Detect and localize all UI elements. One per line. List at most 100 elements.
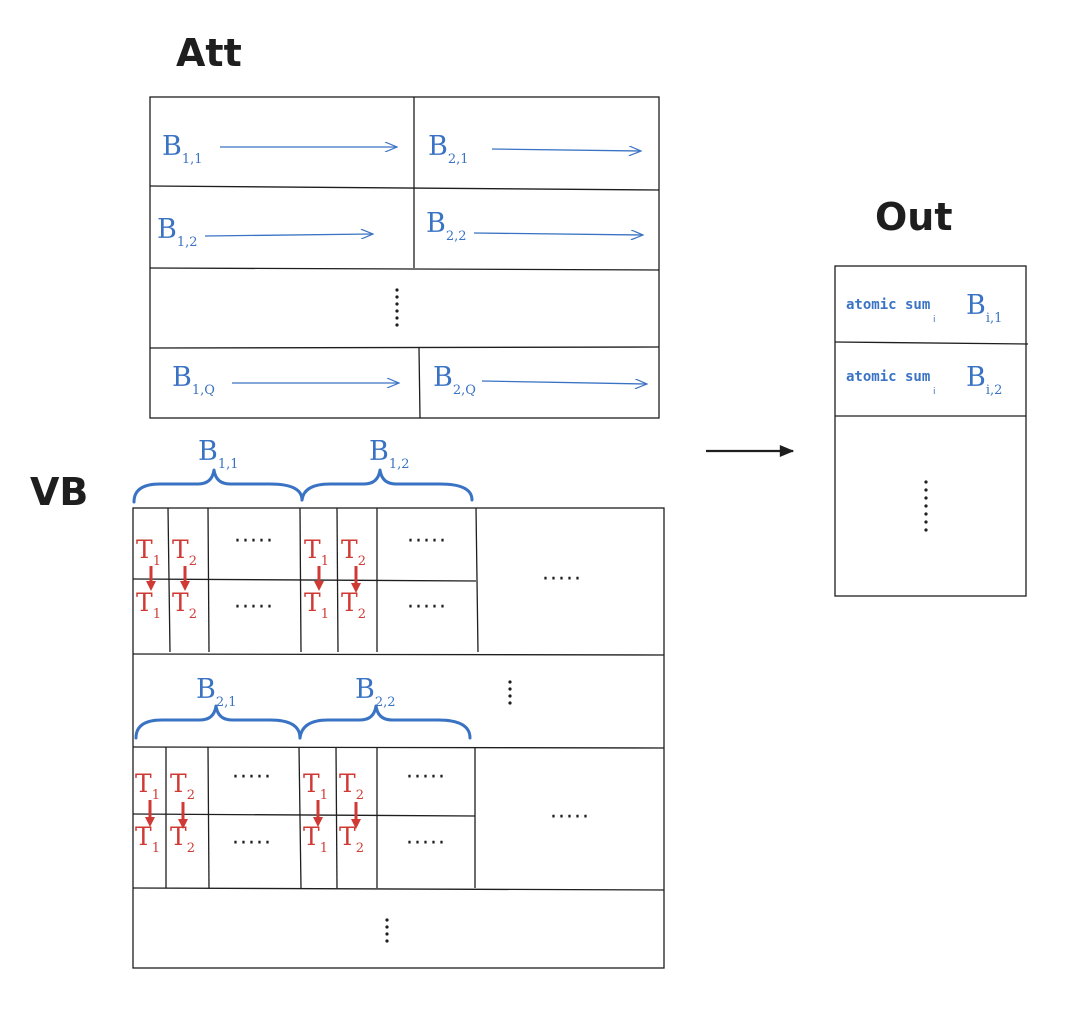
att-vertical-ellipsis — [395, 288, 399, 327]
svg-text:B1,Q: B1,Q — [172, 362, 215, 398]
att-block-label: B1,Q — [172, 362, 215, 398]
svg-text:Bi,2: Bi,2 — [966, 362, 1002, 398]
vb-brace-label: B1,1 — [198, 436, 239, 472]
vb-row-divider — [132, 653, 665, 656]
vb-block-brace — [300, 468, 474, 502]
svg-text:T1: T1 — [135, 822, 160, 856]
horizontal-ellipsis: ····· — [406, 831, 446, 856]
svg-text:T2: T2 — [341, 588, 366, 622]
vb-block-brace — [132, 468, 304, 504]
horizontal-ellipsis: ····· — [406, 765, 446, 790]
svg-text:T2: T2 — [170, 769, 195, 803]
svg-text:B2,2: B2,2 — [355, 674, 396, 710]
thread-cell: T2 T2 — [172, 535, 197, 622]
vb-matrix: B1,1 B1,2 T1 T1 T2 T2 T1 T1 T — [132, 436, 665, 969]
thread-cell: T2 T2 — [170, 769, 195, 856]
att-block-label: B2,Q — [433, 362, 476, 398]
vb-brace-label: B2,1 — [196, 674, 237, 710]
vb-row-divider — [132, 578, 477, 582]
out-row-divider — [834, 341, 1029, 345]
vb-brace-label: B2,2 — [355, 674, 396, 710]
atomic-sum-label: atomic sum — [846, 297, 930, 313]
thread-cell: T2 T2 — [339, 769, 364, 856]
svg-text:T1: T1 — [304, 588, 329, 622]
horizontal-ellipsis: ····· — [550, 805, 590, 830]
svg-text:B1,2: B1,2 — [157, 214, 198, 250]
vb-vertical-ellipsis — [385, 918, 389, 943]
vb-vertical-ellipsis — [508, 680, 512, 705]
vb-frame — [132, 507, 665, 969]
out-title: Out — [875, 195, 953, 239]
att-block-label: B2,1 — [428, 131, 469, 167]
vb-col-divider — [475, 507, 479, 653]
horizontal-ellipsis: ····· — [232, 765, 272, 790]
horizontal-ellipsis: ····· — [542, 567, 582, 592]
out-matrix: atomic sum i Bi,1 atomic sum i Bi,2 — [834, 265, 1029, 597]
vb-block-brace — [298, 704, 472, 740]
svg-text:T1: T1 — [303, 822, 328, 856]
svg-text:T2: T2 — [339, 769, 364, 803]
vb-col-divider — [167, 507, 171, 653]
svg-text:B2,Q: B2,Q — [433, 362, 476, 398]
att-matrix: B1,1 B2,1 B1,2 B2,2 B1,Q — [149, 96, 660, 419]
horizontal-ellipsis: ····· — [407, 595, 447, 620]
att-block-label: B1,2 — [157, 214, 198, 250]
svg-text:Bi,1: Bi,1 — [966, 290, 1002, 326]
att-block-arrow — [473, 233, 642, 235]
horizontal-ellipsis: ····· — [234, 595, 274, 620]
vb-row-divider — [132, 813, 476, 817]
svg-text:T2: T2 — [341, 535, 366, 569]
vb-row-divider — [132, 887, 665, 891]
att-block-arrow — [204, 234, 372, 236]
vb-row-divider — [132, 746, 665, 749]
vb-col-divider — [335, 746, 338, 889]
svg-text:T1: T1 — [303, 769, 328, 803]
svg-text:B2,1: B2,1 — [428, 131, 469, 167]
thread-cell: T1 T1 — [304, 535, 329, 622]
svg-text:T2: T2 — [170, 822, 195, 856]
att-col-divider — [418, 347, 421, 419]
svg-text:T1: T1 — [136, 588, 161, 622]
out-vertical-ellipsis — [924, 480, 928, 532]
horizontal-ellipsis: ····· — [234, 529, 274, 554]
out-row: atomic sum i Bi,2 — [846, 362, 1002, 398]
svg-text:B1,1: B1,1 — [198, 436, 239, 472]
att-block-arrow — [491, 149, 640, 151]
vb-col-divider — [298, 746, 302, 889]
vb-title: VB — [30, 470, 88, 514]
thread-cell: T1 T1 — [135, 769, 160, 856]
svg-text:B2,1: B2,1 — [196, 674, 237, 710]
svg-text:T1: T1 — [136, 535, 161, 569]
att-row-divider — [149, 267, 660, 271]
svg-text:T2: T2 — [339, 822, 364, 856]
thread-cell: T1 T1 — [303, 769, 328, 856]
vb-col-divider — [207, 746, 210, 889]
horizontal-ellipsis: ····· — [232, 831, 272, 856]
svg-text:T1: T1 — [135, 769, 160, 803]
svg-text:T2: T2 — [172, 535, 197, 569]
att-row-divider — [149, 185, 660, 191]
sum-index: i — [933, 387, 936, 397]
vb-brace-label: B1,2 — [369, 436, 410, 472]
svg-text:B1,2: B1,2 — [369, 436, 410, 472]
att-block-label: B1,1 — [162, 131, 203, 167]
thread-cell: T2 T2 — [341, 535, 366, 622]
att-title: Att — [176, 31, 242, 75]
thread-cell: T1 T1 — [136, 535, 161, 622]
att-row-divider — [149, 346, 660, 349]
out-row: atomic sum i Bi,1 — [846, 290, 1002, 326]
sum-index: i — [933, 315, 936, 325]
svg-text:T1: T1 — [304, 535, 329, 569]
att-frame — [149, 96, 660, 419]
svg-text:T2: T2 — [172, 588, 197, 622]
atomic-sum-label: atomic sum — [846, 369, 930, 385]
att-block-arrow — [481, 381, 646, 384]
horizontal-ellipsis: ····· — [407, 529, 447, 554]
svg-text:B1,1: B1,1 — [162, 131, 203, 167]
att-block-label: B2,2 — [426, 208, 467, 244]
svg-text:B2,2: B2,2 — [426, 208, 467, 244]
out-frame — [834, 265, 1027, 597]
vb-block-brace — [134, 704, 302, 740]
